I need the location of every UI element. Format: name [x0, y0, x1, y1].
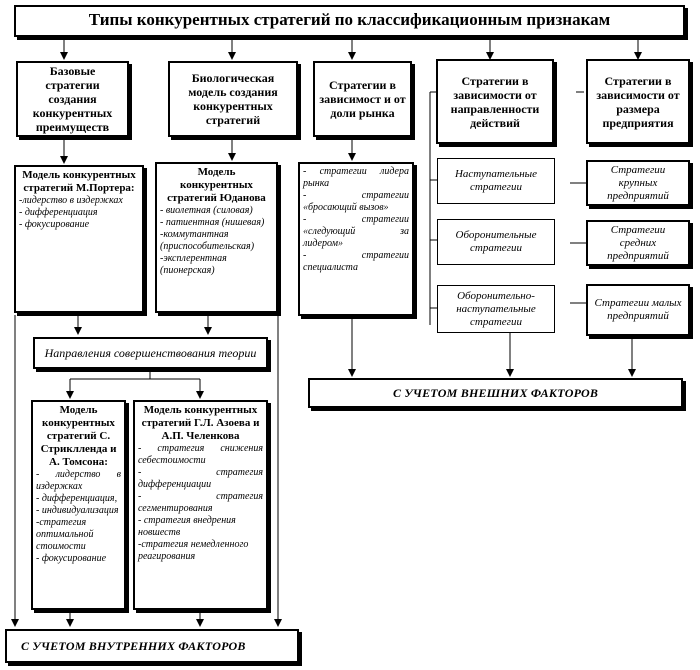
porter-item: - фокусирование — [19, 219, 90, 230]
market-share-item: - стратегии лидера рынка — [303, 166, 409, 189]
basic-strategies-header: Базовые стратегии создания конкурентных … — [16, 61, 129, 137]
porter-model-box: Модель конкурентных стратегий М.Портера:… — [14, 165, 144, 313]
small-enterprise-strategies: Стратегии малых предприятий — [586, 284, 690, 336]
azoev-item: - стратегия дифференциации — [138, 467, 263, 490]
yudanov-item: - виолетная (силовая) — [160, 205, 253, 216]
stricklend-item: - дифференциация, — [36, 493, 118, 504]
market-share-item: - стратегии «бросающий вызов» — [303, 190, 409, 213]
yudanov-item: -коммутантная (приспособительская) — [160, 229, 255, 252]
stricklend-model-box: Модель конкурентных стратегий С. Стриклл… — [31, 400, 126, 610]
medium-enterprise-strategies: Стратегии средних предприятий — [586, 220, 690, 266]
direction-header: Стратегии в зависимости от направленност… — [436, 59, 554, 144]
size-header: Стратегии в зависимости от размера предп… — [586, 59, 690, 144]
offensive-strategies: Наступательные стратегии — [437, 158, 555, 204]
defensive-strategies: Оборонительные стратегии — [437, 219, 555, 265]
porter-item: - дифференциация — [19, 207, 98, 218]
market-share-box: - стратегии лидера рынка - стратегии «бр… — [298, 162, 414, 316]
azoev-item: - стратегия сегментирования — [138, 491, 263, 514]
external-factors-box: С учетом внешних факторов — [308, 378, 683, 408]
market-share-header: Стратегии в зависимост и от доли рынка — [313, 61, 412, 137]
page-title: Типы конкурентных стратегий по классифик… — [14, 5, 685, 37]
azoev-item: -стратегия немедленного реагирования — [138, 539, 249, 562]
stricklend-item: - индивидуализация — [36, 505, 119, 516]
internal-factors-box: С учетом внутренних факторов — [5, 629, 299, 663]
stricklend-title: Модель конкурентных стратегий С. Стриклл… — [40, 404, 117, 468]
defensive-offensive-strategies: Оборонительно-наступательные стратегии — [437, 285, 555, 333]
stricklend-item: - фокусирование — [36, 553, 107, 564]
yudanov-item: - патиентная (нишевая) — [160, 217, 265, 228]
stricklend-item: -стратегия оптимальной стоимости — [36, 517, 94, 552]
theory-directions-box: Направления совершенствования теории — [33, 337, 268, 369]
large-enterprise-strategies: Стратегии крупных предприятий — [586, 160, 690, 206]
yudanov-model-box: Модель конкурентных стратегий Юданова - … — [155, 162, 278, 313]
azoev-item: - стратегия внедрения новшеств — [138, 515, 236, 538]
porter-title: Модель конкурентных стратегий М.Портера: — [22, 169, 136, 194]
azoev-title: Модель конкурентных стратегий Г.Л. Азоев… — [141, 404, 260, 442]
azoev-model-box: Модель конкурентных стратегий Г.Л. Азоев… — [133, 400, 268, 610]
bio-model-header: Биологическая модель создания конкурентн… — [168, 61, 298, 137]
market-share-item: - стратегии специалиста — [303, 250, 409, 273]
stricklend-item: - лидерство в издержках — [36, 469, 121, 492]
porter-item: -лидерство в издержках — [19, 195, 123, 206]
market-share-item: - стратегии «следующий за лидером» — [303, 214, 409, 249]
azoev-item: - стратегия снижения себестоимости — [138, 443, 263, 466]
yudanov-item: -эксплерентная (пионерская) — [160, 253, 227, 276]
yudanov-title: Модель конкурентных стратегий Юданова — [167, 166, 266, 204]
